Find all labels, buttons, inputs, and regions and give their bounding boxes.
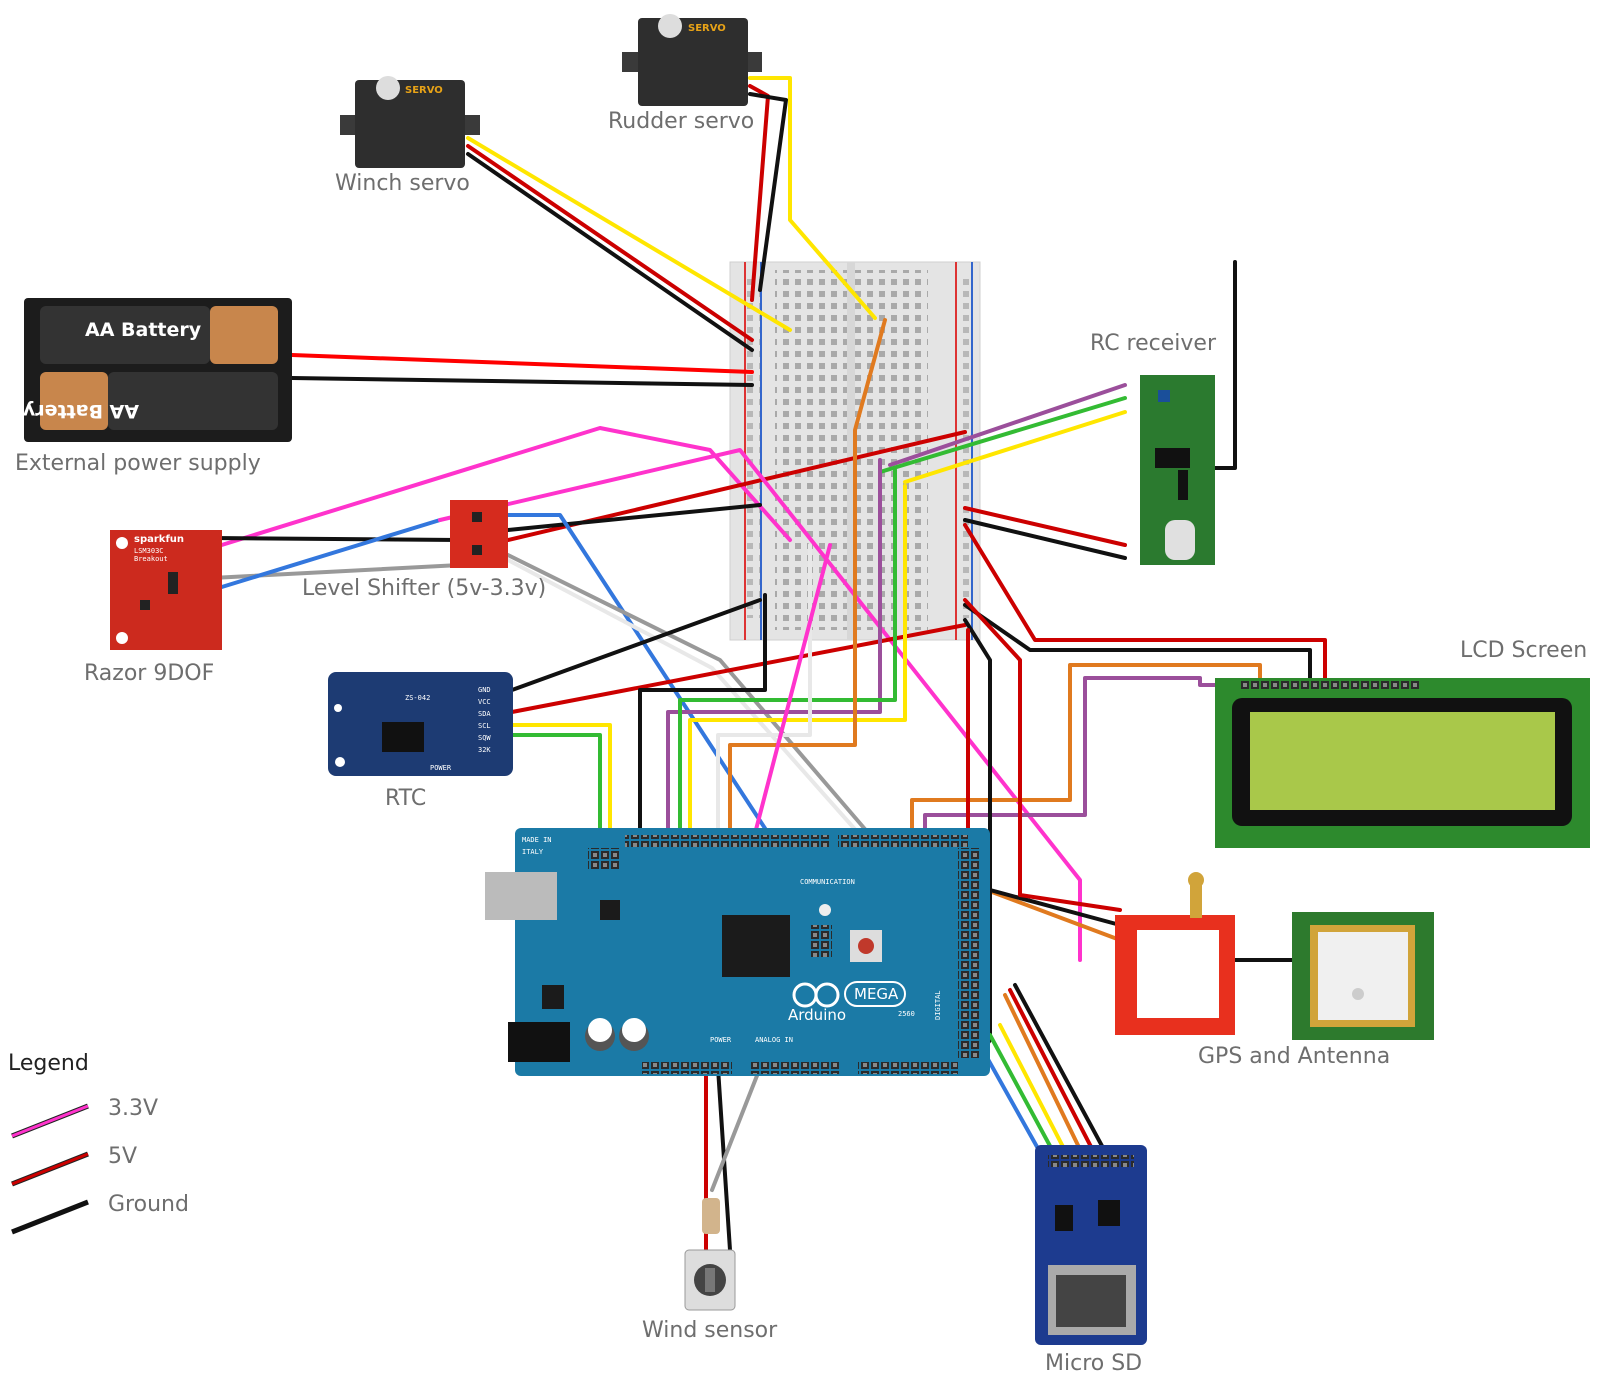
rtc-pin-sda: SDA	[478, 710, 491, 718]
board-power: POWER	[710, 1036, 732, 1044]
rc-receiver	[1140, 375, 1215, 565]
board-made-in: MADE IN	[522, 836, 552, 844]
board-brand: Arduino	[788, 1006, 846, 1024]
arduino-mega: MADE IN ITALY COMMUNICATION POWER ANALOG…	[485, 828, 990, 1076]
rtc-pin-gnd: GND	[478, 686, 491, 694]
legend-label: 3.3V	[108, 1096, 158, 1121]
sparkfun-model: LSM303C	[134, 547, 164, 555]
wind-sensor	[684, 1198, 736, 1311]
rtc-pin-sqw: SQW	[478, 734, 491, 742]
servo-brand: SERVO	[688, 23, 726, 34]
battery-pack: AA Battery AA Battery	[22, 298, 292, 442]
gps-antenna	[1292, 912, 1434, 1040]
board-communication: COMMUNICATION	[800, 878, 855, 886]
rtc-pin-scl: SCL	[478, 722, 491, 730]
sparkfun-sub: Breakout	[134, 555, 168, 563]
rudder-servo-label: Rudder servo	[608, 109, 754, 134]
battery-top-label: AA Battery	[85, 319, 202, 341]
micro-sd-label: Micro SD	[1045, 1351, 1142, 1376]
rtc-label: RTC	[385, 786, 426, 811]
board-name: MEGA	[854, 985, 899, 1003]
level-shifter-label: Level Shifter (5v-3.3v)	[302, 576, 546, 601]
legend-label: 5V	[108, 1144, 137, 1169]
servo-brand: SERVO	[405, 85, 443, 96]
micro-sd-module	[1035, 1145, 1147, 1345]
legend-title: Legend	[8, 1051, 89, 1076]
wind-sensor-label: Wind sensor	[642, 1318, 778, 1343]
rc-receiver-label: RC receiver	[1090, 331, 1217, 356]
winch-servo: SERVO	[340, 76, 480, 168]
gps-module	[1115, 872, 1235, 1035]
rtc-pin-vcc: VCC	[478, 698, 491, 706]
razor-9dof: sparkfun LSM303C Breakout	[110, 530, 222, 650]
board-analog-in: ANALOG IN	[755, 1036, 793, 1044]
external-power-label: External power supply	[15, 451, 261, 476]
rtc-power: POWER	[430, 764, 452, 772]
lcd-screen	[1215, 678, 1590, 848]
board-country: ITALY	[522, 848, 544, 856]
board-model: 2560	[898, 1010, 915, 1018]
rtc-pin-32k: 32K	[478, 746, 491, 754]
battery-bottom-label: AA Battery	[22, 400, 139, 422]
legend-item-3v3: 3.3V	[11, 1096, 158, 1139]
lcd-label: LCD Screen	[1460, 638, 1587, 663]
rudder-servo: SERVO	[622, 14, 762, 106]
razor-label: Razor 9DOF	[84, 661, 214, 686]
sparkfun-brand: sparkfun	[134, 534, 184, 545]
legend-item-5v: 5V	[11, 1144, 137, 1187]
legend-item-ground: Ground	[11, 1192, 189, 1235]
board-digital: DIGITAL	[934, 990, 942, 1020]
legend-label: Ground	[108, 1192, 189, 1217]
winch-servo-label: Winch servo	[335, 171, 470, 196]
rtc-module: ZS-042 GND VCC SDA SCL SQW 32K POWER	[328, 672, 513, 776]
rtc-model: ZS-042	[405, 694, 430, 702]
legend: Legend 3.3V 5V Ground	[8, 1051, 189, 1235]
level-shifter	[450, 500, 508, 568]
gps-label: GPS and Antenna	[1198, 1044, 1390, 1069]
